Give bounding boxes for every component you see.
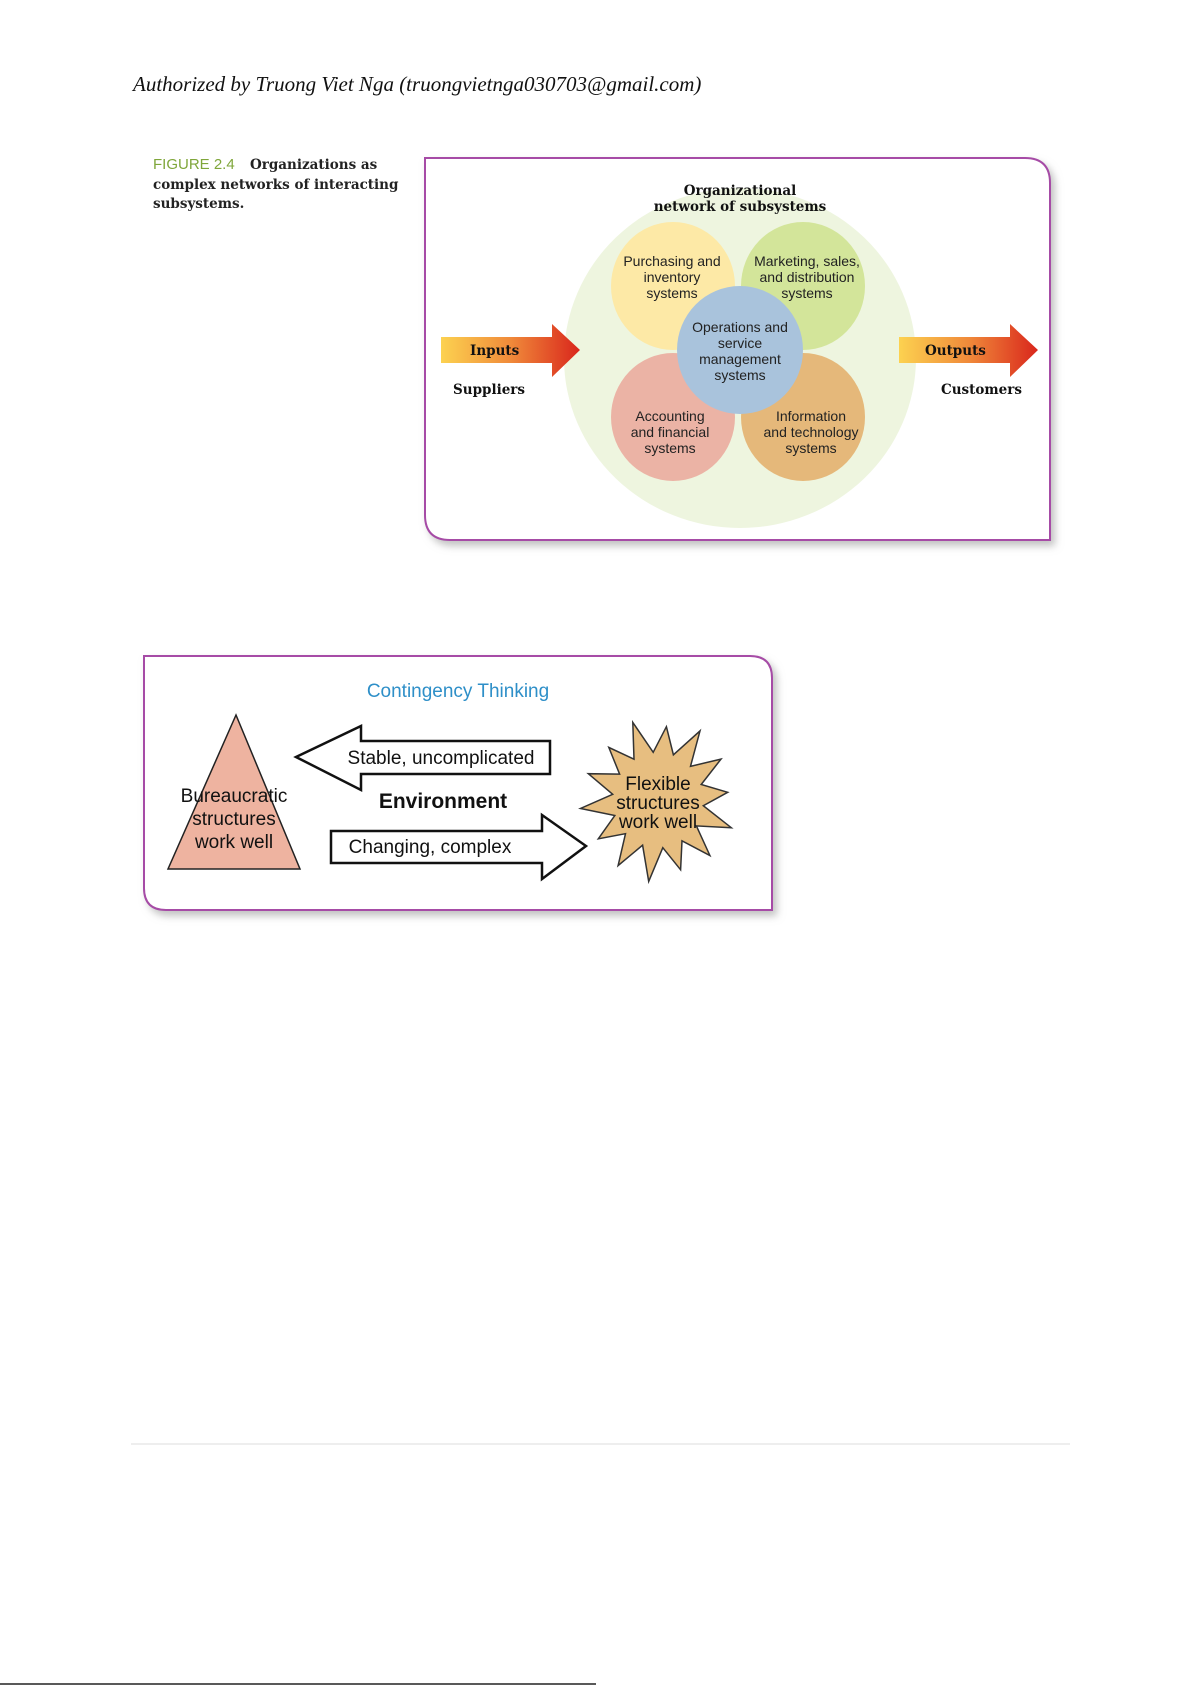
- operations-label: systems: [714, 367, 765, 383]
- operations-circle: [677, 286, 803, 414]
- purchasing-label: inventory: [644, 269, 701, 285]
- outputs-arrow: [899, 324, 1038, 377]
- caption-line: complex networks of interacting: [153, 177, 399, 193]
- caption-line: subsystems.: [153, 196, 244, 212]
- network-title: Organizational: [684, 183, 796, 199]
- changing-arrow-right: [329, 812, 589, 882]
- outputs-label: Outputs: [925, 343, 986, 359]
- inputs-arrow: [441, 324, 580, 377]
- stable-label: Stable, uncomplicated: [348, 748, 535, 769]
- network-title: network of subsystems: [654, 199, 827, 215]
- customers-label: Customers: [941, 382, 1022, 398]
- marketing-label: systems: [781, 285, 832, 301]
- marketing-label: and distribution: [760, 269, 855, 285]
- purchasing-label: Purchasing and: [623, 253, 720, 269]
- environment-label: Environment: [379, 790, 507, 813]
- flexible-label: Flexible: [625, 774, 690, 795]
- flexible-label: structures: [616, 793, 699, 814]
- operations-label: service: [718, 335, 763, 351]
- figure-frame: [143, 655, 773, 911]
- accounting-label: Accounting: [635, 408, 704, 424]
- operations-label: management: [699, 351, 781, 367]
- figure-caption: FIGURE 2.4 Organizations as complex netw…: [153, 156, 399, 212]
- bureaucratic-label: Bureaucratic: [181, 786, 288, 807]
- bureaucratic-triangle: [166, 713, 302, 870]
- subsystems-diagram: Organizational network of subsystems Pur…: [424, 157, 1051, 541]
- accounting-label: and financial: [631, 424, 710, 440]
- bureaucratic-label: work well: [194, 832, 273, 853]
- flexible-starburst: [578, 719, 734, 885]
- flexible-label: work well: [618, 812, 697, 833]
- contingency-title: Contingency Thinking: [367, 681, 549, 702]
- purchasing-label: systems: [646, 285, 697, 301]
- contingency-diagram: Contingency Thinking Bureaucratic struct…: [143, 655, 773, 911]
- inputs-label: Inputs: [470, 343, 520, 359]
- information-label: Information: [776, 408, 846, 424]
- caption-line: Organizations as: [250, 157, 378, 173]
- accounting-label: systems: [644, 440, 695, 456]
- bureaucratic-label: structures: [192, 809, 275, 830]
- authorization-header: Authorized by Truong Viet Nga (truongvie…: [131, 72, 701, 96]
- changing-label: Changing, complex: [349, 837, 512, 858]
- information-label: and technology: [764, 424, 859, 440]
- operations-label: Operations and: [692, 319, 788, 335]
- marketing-label: Marketing, sales,: [754, 253, 860, 269]
- information-label: systems: [785, 440, 836, 456]
- figure-number: FIGURE 2.4: [153, 156, 235, 173]
- suppliers-label: Suppliers: [453, 382, 525, 398]
- stable-arrow-left: [293, 724, 552, 793]
